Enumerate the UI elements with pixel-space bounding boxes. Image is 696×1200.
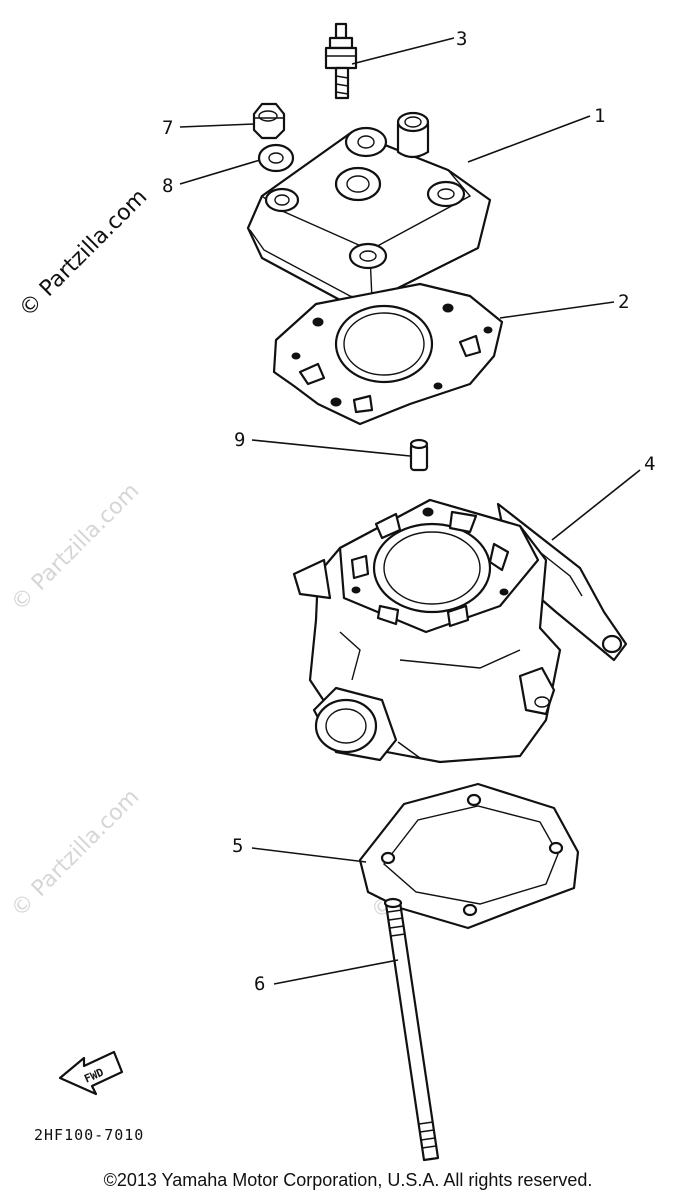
callout-5: 5 xyxy=(232,835,243,857)
watermark-main: © Partzilla.com xyxy=(15,185,153,323)
cylinder-base-gasket xyxy=(358,782,580,930)
callout-2: 2 xyxy=(618,291,629,313)
nut xyxy=(252,102,286,140)
diagram-code: 2HF100-7010 xyxy=(34,1126,145,1144)
cylinder-head xyxy=(246,111,492,304)
watermark-faint-1: © Partzilla.com xyxy=(7,479,145,617)
forward-arrow-icon: FWD xyxy=(58,1050,124,1096)
callout-8: 8 xyxy=(162,175,173,197)
callout-7: 7 xyxy=(162,117,173,139)
washer xyxy=(257,143,295,173)
callout-3: 3 xyxy=(456,28,467,50)
callout-4: 4 xyxy=(644,453,655,475)
dowel-pin xyxy=(409,438,429,472)
callout-6: 6 xyxy=(254,973,265,995)
cylinder xyxy=(292,498,628,764)
callout-9: 9 xyxy=(234,429,245,451)
watermark-faint-2: © Partzilla.com xyxy=(7,785,145,923)
copyright-notice: ©2013 Yamaha Motor Corporation, U.S.A. A… xyxy=(103,1170,593,1190)
spark-plug xyxy=(324,22,358,100)
cylinder-head-gasket xyxy=(272,282,504,426)
leader-lines xyxy=(179,37,641,985)
stud-bolt xyxy=(383,897,440,1162)
callout-1: 1 xyxy=(594,105,605,127)
